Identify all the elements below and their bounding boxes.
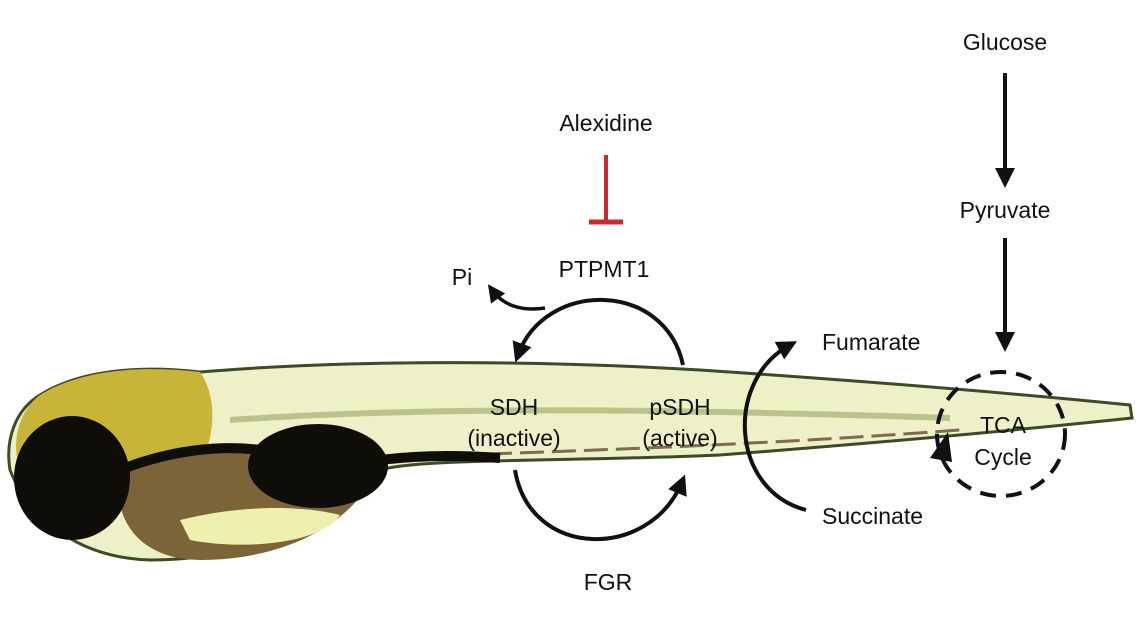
psdh-label-line2: (active) bbox=[642, 425, 717, 451]
fgr-phosphorylation-arrow bbox=[513, 469, 687, 541]
tca-label-line1: TCA bbox=[980, 412, 1027, 438]
psdh-label-line1: pSDH bbox=[649, 394, 710, 420]
sdh-label-line2: (inactive) bbox=[467, 425, 560, 451]
pyruvate-label: Pyruvate bbox=[960, 197, 1051, 223]
zebrafish-larva-illustration bbox=[7, 361, 1134, 562]
fish-fin-stripe bbox=[229, 407, 951, 423]
tca-label-line2: Cycle bbox=[974, 444, 1032, 470]
fumarate-label: Fumarate bbox=[822, 329, 920, 355]
fish-swim-bladder bbox=[248, 424, 388, 508]
tca-cycle-circle bbox=[935, 370, 1067, 498]
sdh-label-line1: SDH bbox=[490, 394, 539, 420]
ptpmt1-dephosphorylation-arrow bbox=[512, 297, 685, 366]
fish-eye bbox=[14, 416, 130, 540]
tca-cycle-arrowhead-icon bbox=[930, 432, 952, 462]
succinate-label: Succinate bbox=[822, 503, 923, 529]
ptpmt1-label: PTPMT1 bbox=[559, 256, 650, 282]
fish-gut-line bbox=[118, 443, 501, 475]
pi-label: Pi bbox=[452, 264, 472, 290]
alexidine-inhibition-icon bbox=[589, 155, 623, 225]
pi-release-arrow bbox=[487, 284, 546, 311]
fish-yolk-highlight bbox=[180, 508, 340, 545]
fgr-label: FGR bbox=[584, 569, 633, 595]
alexidine-label: Alexidine bbox=[559, 110, 652, 136]
glucose-label: Glucose bbox=[963, 29, 1047, 55]
succinate-to-fumarate-arrow bbox=[742, 341, 807, 512]
